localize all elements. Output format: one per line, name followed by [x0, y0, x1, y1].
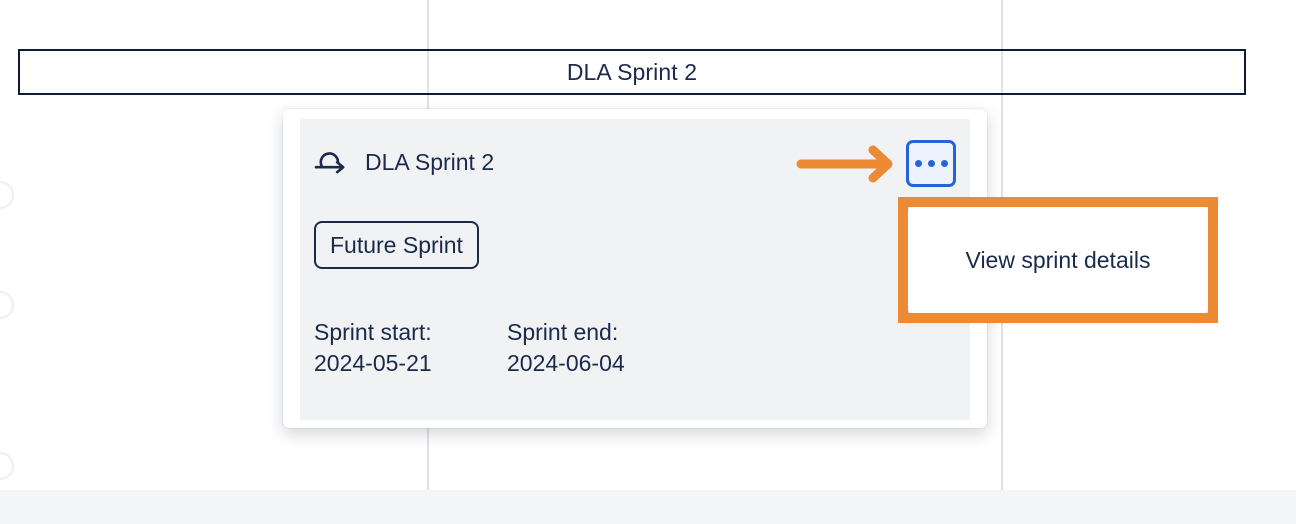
sprint-end-block: Sprint end: 2024-06-04: [507, 317, 700, 378]
sprint-timeline-bar[interactable]: DLA Sprint 2: [18, 49, 1246, 95]
more-ellipsis-icon: [927, 160, 935, 167]
avatar: [0, 291, 14, 319]
sprint-timeline-bar-label: DLA Sprint 2: [566, 58, 698, 85]
sprint-card-header: DLA Sprint 2: [314, 146, 494, 178]
sprint-start-label: Sprint start:: [314, 319, 432, 345]
avatar: [0, 452, 14, 480]
sprint-card-title: DLA Sprint 2: [365, 148, 495, 175]
sprint-start-block: Sprint start: 2024-05-21: [314, 317, 507, 378]
sprint-loop-arrow-icon: [314, 146, 348, 178]
sprint-end-value: 2024-06-04: [507, 349, 625, 376]
avatar: [0, 181, 14, 209]
sprint-dates: Sprint start: 2024-05-21 Sprint end: 202…: [314, 317, 700, 378]
sprint-status-badge: Future Sprint: [314, 221, 479, 269]
sprint-end-label: Sprint end:: [507, 319, 619, 345]
sprint-actions-dropdown: View sprint details: [908, 207, 1208, 313]
sprint-status-badge-label: Future Sprint: [330, 231, 463, 258]
sprint-detail-card-body: DLA Sprint 2 Future Sprint Sprint start:…: [300, 119, 970, 420]
dropdown-item-view-sprint-details[interactable]: View sprint details: [965, 246, 1151, 273]
sprint-detail-card: DLA Sprint 2 Future Sprint Sprint start:…: [283, 109, 987, 428]
timeline-bottom-band: [0, 490, 1296, 524]
more-actions-button[interactable]: [906, 140, 956, 187]
sprint-start-value: 2024-05-21: [314, 349, 432, 376]
more-ellipsis-icon: [940, 160, 948, 167]
more-ellipsis-icon: [914, 160, 922, 167]
